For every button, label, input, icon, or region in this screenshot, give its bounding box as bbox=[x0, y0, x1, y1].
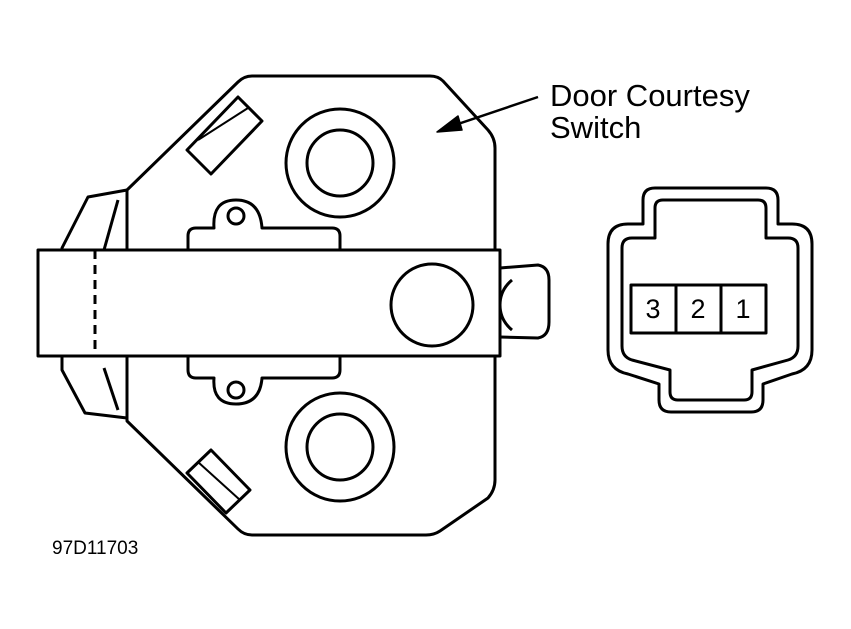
upper-mounting-hole bbox=[305, 128, 375, 198]
bottom-slot bbox=[185, 448, 252, 515]
callout-leader bbox=[445, 95, 539, 130]
pin-label-2: 2 bbox=[690, 294, 706, 324]
pin-cavity-1 bbox=[719, 283, 768, 335]
pin-label-1: 1 bbox=[735, 294, 751, 324]
lower-lug-hole bbox=[226, 380, 246, 400]
callout-label-line-1: Door Courtesy bbox=[550, 78, 750, 113]
pin-label-3: 3 bbox=[645, 294, 661, 324]
callout-label-line-2: Switch bbox=[550, 110, 642, 145]
connector-outer bbox=[606, 186, 814, 414]
switch-body bbox=[125, 74, 497, 537]
plunger-tip bbox=[499, 263, 551, 340]
connector-inner bbox=[620, 198, 800, 402]
center-housing bbox=[186, 198, 342, 406]
top-slot bbox=[185, 95, 264, 176]
upper-mounting-boss bbox=[284, 107, 396, 219]
lower-mounting-hole bbox=[305, 412, 375, 482]
plunger-arm bbox=[36, 248, 502, 358]
callout-arrowhead bbox=[436, 115, 463, 133]
figure-id: 97D11703 bbox=[52, 538, 139, 559]
lower-mounting-boss bbox=[284, 391, 396, 503]
upper-lug-hole bbox=[226, 206, 246, 226]
plunger-pivot bbox=[389, 262, 475, 348]
